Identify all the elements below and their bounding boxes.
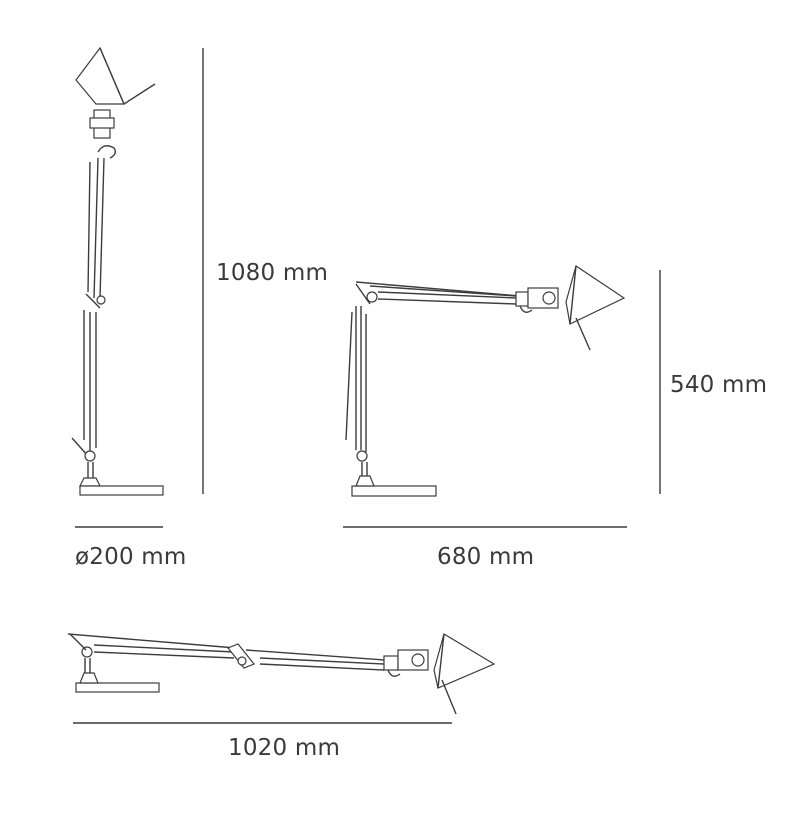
lamp-mid <box>345 265 626 497</box>
mid-upper-arm <box>369 285 517 305</box>
flat-elbow-joint <box>227 643 255 669</box>
flat-reach-label: 1020 mm <box>228 735 341 761</box>
flat-head-joint <box>383 649 429 677</box>
base-diameter-label: ø200 mm <box>75 544 187 570</box>
upright-upper-arm <box>87 157 105 299</box>
mid-elbow-joint <box>355 281 521 305</box>
upright-lower-arm <box>83 310 97 452</box>
mid-base <box>351 450 437 497</box>
lamp-flat <box>67 633 496 715</box>
flat-lower-arm <box>67 633 237 659</box>
mid-head-joint <box>515 287 559 313</box>
flat-upper-arm <box>245 649 385 671</box>
upright-height-label: 1080 mm <box>216 260 329 286</box>
mid-reach-label: 680 mm <box>437 544 535 570</box>
mid-shade <box>565 265 626 351</box>
upright-head-joint <box>89 109 117 159</box>
upright-elbow-joint <box>85 293 106 309</box>
mid-lower-arm <box>345 306 367 452</box>
upright-base <box>71 437 164 496</box>
lamp-upright <box>71 46 164 496</box>
flat-shade <box>433 633 496 715</box>
mid-height-label: 540 mm <box>670 372 768 398</box>
upright-shade <box>75 46 156 105</box>
flat-base <box>69 633 160 693</box>
